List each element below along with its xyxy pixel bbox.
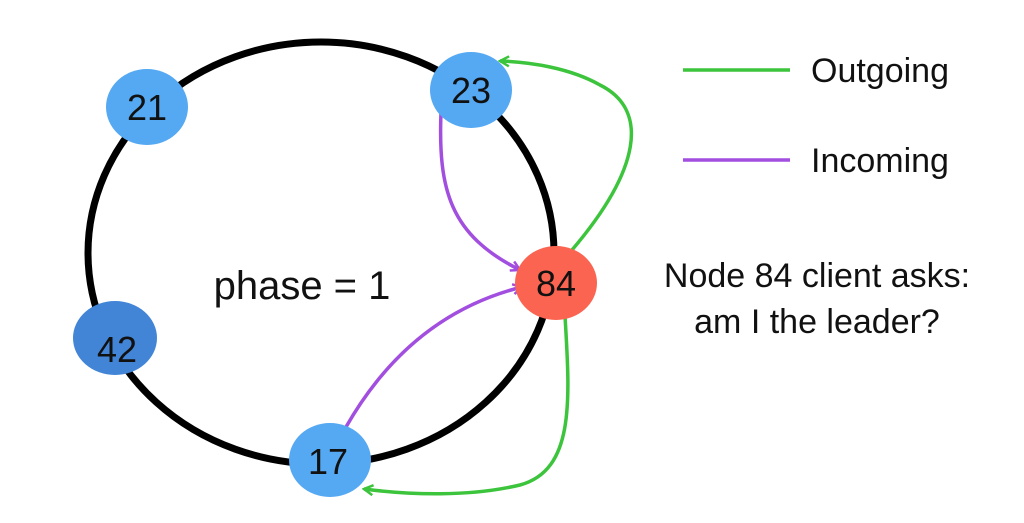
- node-label: 17: [308, 441, 348, 482]
- node-84: 84: [515, 246, 597, 320]
- outgoing-edge-84-to-17: [364, 315, 570, 494]
- node-label: 21: [127, 87, 167, 128]
- node-17: 17: [289, 423, 371, 497]
- legend: Outgoing Incoming: [683, 52, 949, 180]
- node-21: 21: [106, 69, 188, 145]
- node-label: 42: [97, 329, 137, 370]
- node-label: 84: [536, 263, 576, 304]
- outgoing-edge-84-to-23: [500, 61, 634, 252]
- legend-outgoing-label: Outgoing: [811, 52, 949, 90]
- incoming-edge-23-to-84: [438, 111, 520, 270]
- node-23: 23: [430, 52, 512, 128]
- caption-line-1: Node 84 client asks:: [664, 257, 970, 295]
- phase-label: phase = 1: [214, 264, 391, 308]
- incoming-edge-17-to-84: [344, 287, 522, 428]
- legend-incoming-label: Incoming: [811, 142, 949, 180]
- caption-line-2: am I the leader?: [694, 303, 940, 341]
- node-42: 42: [73, 301, 157, 375]
- node-label: 23: [451, 70, 491, 111]
